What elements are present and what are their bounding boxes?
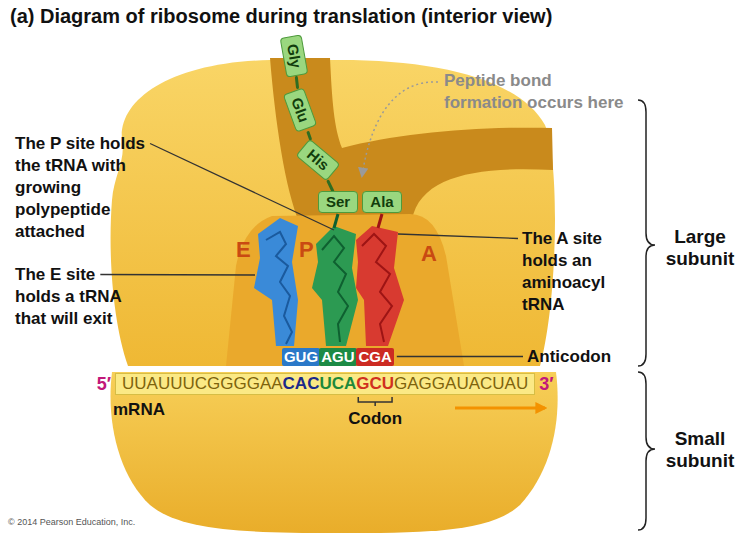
site-letter: P xyxy=(299,238,314,262)
trna-stem xyxy=(378,214,382,228)
amino-acid-name: Gly xyxy=(283,43,305,70)
leader-line xyxy=(100,274,255,276)
amino-acid-name: Ser xyxy=(326,193,350,211)
codon-sequence: GCU xyxy=(356,374,394,394)
p-site-trna-strand xyxy=(322,236,348,342)
amino-acid-box: His xyxy=(296,139,341,182)
amino-acid-box: Ala xyxy=(362,191,402,213)
mrna-sequence: GAGGAUACUAU xyxy=(394,374,528,394)
e-site-trna xyxy=(254,218,298,346)
anticodon: GUG xyxy=(282,348,320,366)
peptide-bond-link xyxy=(308,133,310,139)
trna-stem xyxy=(334,214,338,228)
leader-line xyxy=(150,144,334,231)
copyright: © 2014 Pearson Education, Inc. xyxy=(8,517,135,528)
part-label: Codon xyxy=(348,408,402,430)
a-site-trna xyxy=(356,226,404,346)
strand-end: 3′ xyxy=(539,373,553,395)
amino-acid-box: Ser xyxy=(318,191,358,213)
mrna-direction-arrow xyxy=(455,407,545,410)
codon-bracket xyxy=(358,397,392,406)
site-letter: A xyxy=(421,242,437,266)
large-subunit-brace xyxy=(638,100,655,366)
amino-acid-name: Glu xyxy=(287,95,312,125)
amino-acid-name: Ala xyxy=(370,193,393,211)
small-subunit xyxy=(111,372,558,533)
peptide-bond-link xyxy=(328,181,333,191)
site-callout: The A site holds an aminoacyl tRNA xyxy=(522,228,637,316)
peptide-bond-link xyxy=(296,78,297,88)
anticodon: CGA xyxy=(356,348,393,366)
subunit-label: Large subunit xyxy=(658,226,742,270)
mrna-strand: UUAUUUCGGGGAACACUCAGCUGAGGAUACUAU xyxy=(115,373,535,395)
site-callout: The P site holds the tRNA with growing p… xyxy=(15,133,173,243)
leader-line xyxy=(397,356,523,357)
diagram-title: (a) Diagram of ribosome during translati… xyxy=(10,4,552,28)
subunit-label: Small subunit xyxy=(658,428,742,472)
peptide-bond-pointer xyxy=(362,82,438,176)
e-site-trna-strand xyxy=(266,232,292,344)
a-site-trna-strand xyxy=(362,234,392,342)
amino-acid-name: His xyxy=(303,146,332,175)
p-site-trna xyxy=(312,226,358,346)
mrna-sequence: UUAUUUCGGGGAA xyxy=(122,374,283,394)
amino-acid-box: Gly xyxy=(280,34,309,77)
leader-line xyxy=(398,234,518,239)
site-letter: E xyxy=(236,238,251,262)
part-label: Anticodon xyxy=(527,346,611,368)
part-label: mRNA xyxy=(113,399,165,421)
anticodon: AGU xyxy=(319,348,356,366)
trna-cavity xyxy=(226,214,464,366)
annotation: Peptide bond formation occurs here xyxy=(444,70,632,114)
codon-sequence: UCA xyxy=(319,374,356,394)
site-callout: The E site holds a tRNA that will exit xyxy=(15,264,140,330)
small-subunit-brace xyxy=(638,372,655,530)
codon-sequence: CAC xyxy=(283,374,320,394)
amino-acid-box: Glu xyxy=(283,87,317,132)
strand-end: 5′ xyxy=(97,373,111,395)
